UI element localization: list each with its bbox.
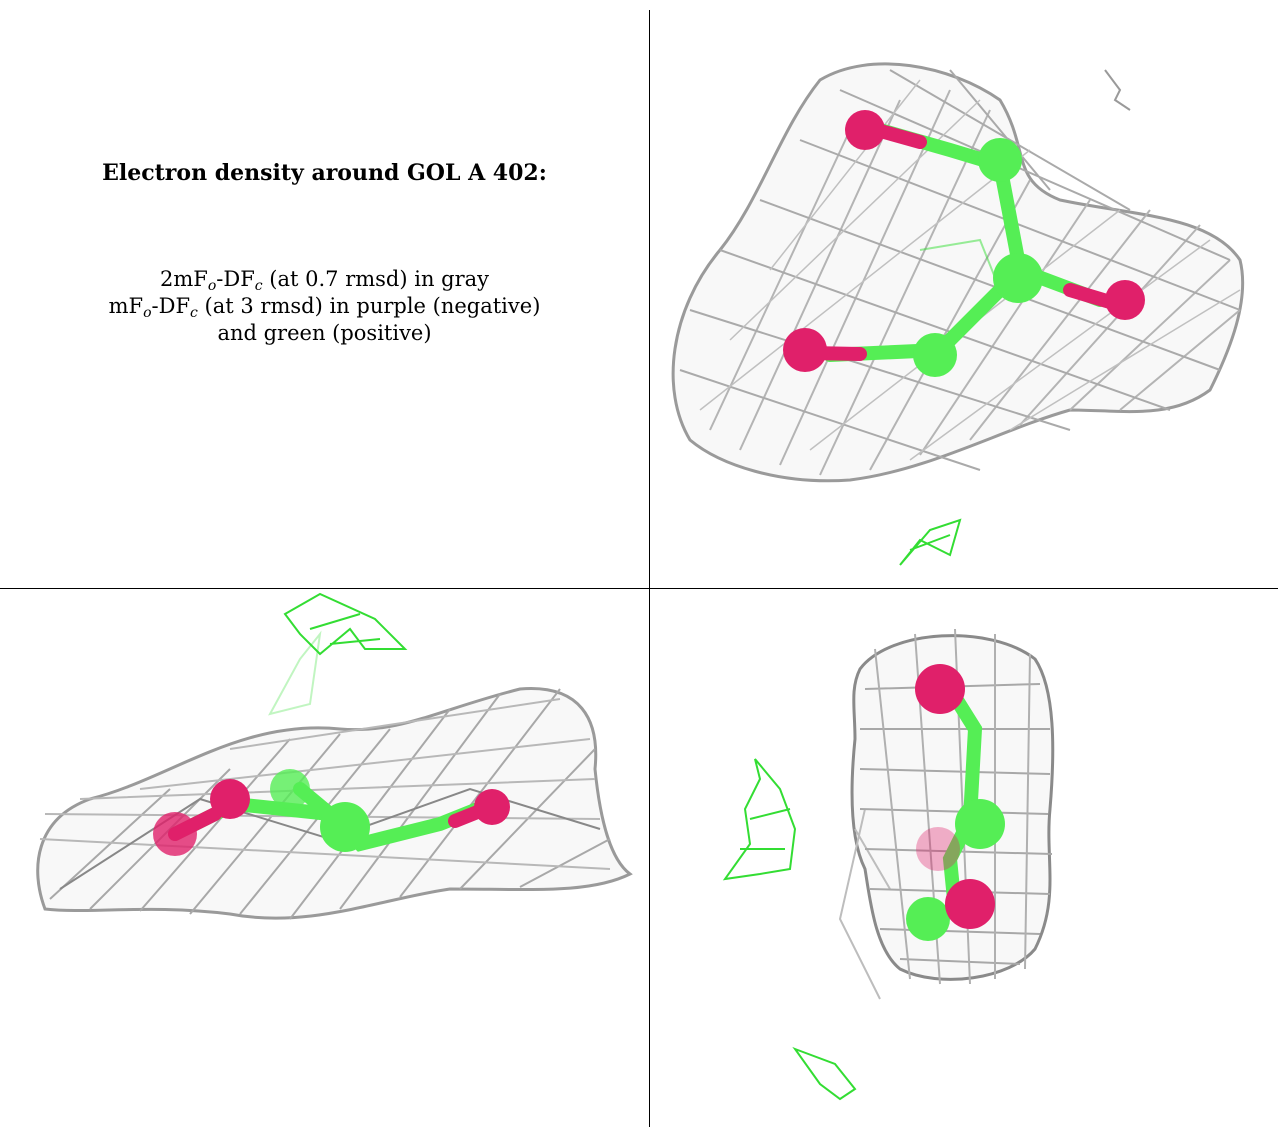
glycerol-model	[153, 769, 510, 856]
mesh-grid-a	[709, 89, 1241, 476]
carbon-atom-2	[993, 253, 1043, 303]
positive-blob-bottom	[792, 1046, 857, 1101]
caption-line-fofc: mFo-DFc (at 3 rmsd) in purple (negative)	[108, 294, 541, 321]
view-bottom-right	[650, 589, 1278, 1127]
positive-blob-faint	[268, 630, 322, 716]
caption-cell: Electron density around GOL A 402: 2mFo-…	[0, 10, 649, 588]
density-render-3	[722, 628, 1055, 1101]
oxygen-atom-3	[783, 328, 827, 372]
oxygen-atom-2	[210, 779, 250, 819]
caption-line-2fofc: 2mFo-DFc (at 0.7 rmsd) in gray	[159, 267, 490, 294]
mesh-grid-b	[679, 69, 1241, 471]
positive-blob-left	[722, 758, 797, 881]
oxygen-atom-2	[916, 827, 960, 871]
carbon-atom-2	[906, 897, 950, 941]
view-top-right	[650, 10, 1278, 588]
positive-density-blobs	[268, 592, 408, 716]
carbon-atom-1	[955, 799, 1005, 849]
mesh-side-faint	[838, 808, 891, 1000]
density-render-2	[36, 592, 633, 920]
carbon-atom-2	[320, 802, 370, 852]
mesh-2fofc	[838, 628, 1055, 1000]
oxygen-atom-1	[153, 812, 197, 856]
oxygen-atom-1	[845, 110, 885, 150]
caption-title: Electron density around GOL A 402:	[102, 160, 547, 186]
carbon-atom-1	[978, 138, 1022, 182]
oxygen-atom-3	[945, 879, 995, 929]
stray-mesh-fragment	[1104, 69, 1131, 111]
positive-density-blobs	[722, 758, 857, 1101]
view-bottom-left	[0, 589, 649, 1127]
glycerol-model	[906, 664, 1005, 941]
mesh-2fofc	[671, 62, 1245, 483]
mesh-outline	[36, 687, 633, 920]
oxygen-atom-2	[1105, 280, 1145, 320]
grid-center-border	[649, 10, 650, 1127]
positive-blob-1	[899, 518, 962, 566]
density-render-1	[671, 62, 1245, 566]
oxygen-atom-1	[915, 664, 965, 714]
carbon-atom-3	[913, 333, 957, 377]
caption: Electron density around GOL A 402: 2mFo-…	[0, 160, 649, 347]
positive-blob-top	[283, 592, 408, 656]
oxygen-atom-3	[474, 789, 510, 825]
grid-middle-border	[0, 588, 1278, 589]
glycerol-model	[783, 110, 1145, 377]
carbon-atom-1	[270, 769, 310, 809]
mesh-2fofc	[36, 687, 633, 920]
caption-line-colors: and green (positive)	[217, 321, 432, 345]
